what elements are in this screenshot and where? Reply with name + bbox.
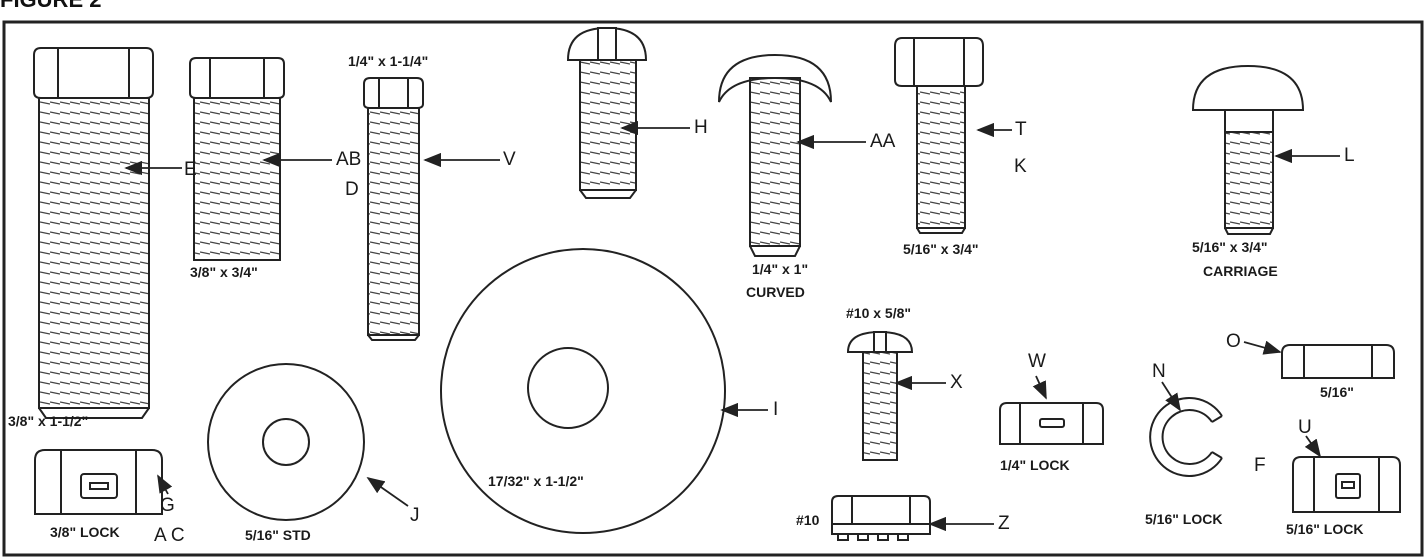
bolt-e-icon [33,47,154,419]
letter-j: J [410,505,420,526]
letter-z: Z [998,513,1010,534]
letter-ac: A C [154,525,185,546]
lock-nut-u-icon [1292,456,1401,513]
label-aa-size: 1/4" x 1" [752,261,809,277]
label-u-size: 5/16" LOCK [1286,521,1364,537]
letter-i: I [773,399,779,420]
letter-ab: AB [336,149,362,170]
label-x-size: #10 x 5/8" [846,305,912,321]
washer-j-icon [207,363,365,521]
letter-x: X [950,372,963,393]
letter-k: K [1014,156,1027,177]
bolt-v-icon [363,77,424,341]
letter-o: O [1226,331,1241,352]
letter-v: V [503,149,516,170]
label-l-type: CARRIAGE [1203,263,1278,279]
label-aa-type: CURVED [746,284,805,300]
bolt-ab-icon [189,57,285,261]
figure-title: FIGURE 2 [0,0,101,11]
label-g-size: 3/8" LOCK [50,524,120,540]
label-j-size: 5/16" STD [245,527,311,543]
label-w-size: 1/4" LOCK [1000,457,1070,473]
letter-f: F [1254,455,1266,476]
label-ab-size: 3/8" x 3/4" [190,264,258,280]
label-e-size: 3/8" x 1-1/2" [8,413,89,429]
letter-e: E [184,159,197,180]
letter-w: W [1028,351,1046,372]
letter-aa: AA [870,131,896,152]
callout-arrows [124,120,1340,532]
letter-h: H [694,117,708,138]
bolt-aa-curved-icon [718,53,832,257]
letter-u: U [1298,417,1312,438]
label-l-size: 5/16" x 3/4" [1192,239,1268,255]
label-z-size: #10 [796,512,820,528]
lock-nut-g-icon [34,449,163,515]
label-o-size: 5/16" [1320,384,1354,400]
letter-n: N [1152,361,1166,382]
letter-d: D [345,179,359,200]
screw-h-icon [566,26,648,199]
bolt-tk-icon [894,37,984,234]
label-v-size: 1/4" x 1-1/4" [348,53,429,69]
label-i-size: 17/32" x 1-1/2" [488,473,584,489]
nut-o-icon [1281,344,1395,379]
lock-washer-n-icon [1149,397,1223,477]
label-n-size: 5/16" LOCK [1145,511,1223,527]
nut-z-icon [831,495,931,541]
washer-i-icon [440,248,726,534]
letter-t: T [1015,119,1027,140]
label-tk-size: 5/16" x 3/4" [903,241,979,257]
bolt-l-carriage-icon [1191,64,1305,235]
letter-l: L [1344,145,1355,166]
lock-nut-w-icon [999,402,1104,445]
screw-x-icon [846,330,914,461]
figure-border [2,20,1424,557]
letter-g: G [160,495,175,516]
